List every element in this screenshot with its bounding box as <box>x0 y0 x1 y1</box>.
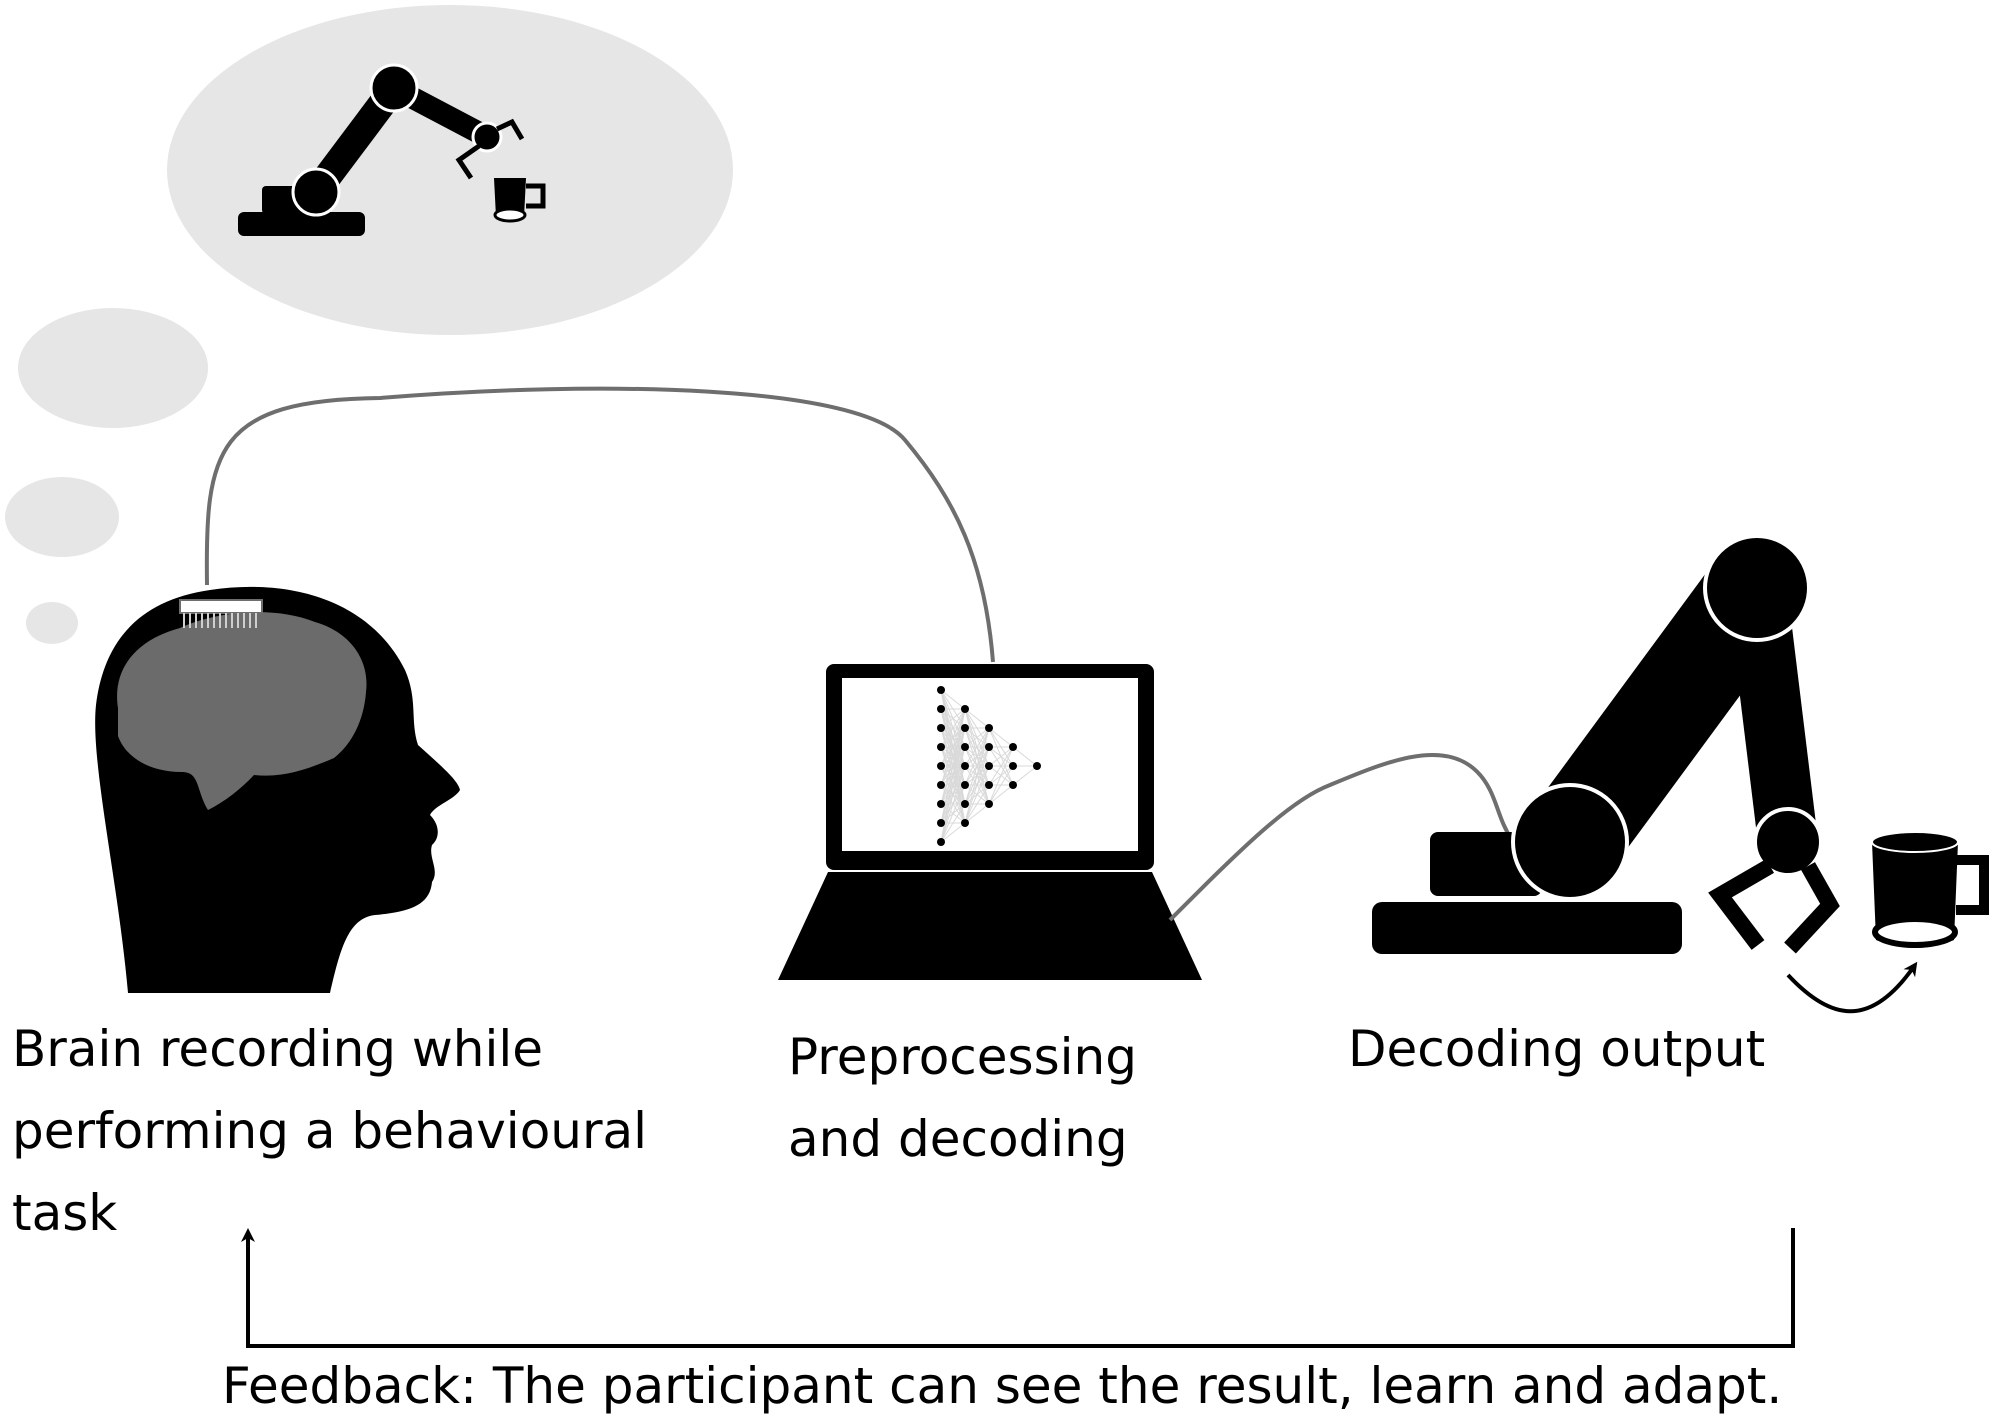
nn-node <box>961 762 969 770</box>
nn-connection <box>1012 746 1038 767</box>
nn-node <box>985 743 993 751</box>
nn-node <box>937 838 945 846</box>
label-preprocessing-line: and decoding <box>788 1110 1128 1168</box>
nn-connection <box>940 746 966 843</box>
label-preprocessing-line: Preprocessing <box>788 1028 1137 1086</box>
nn-connection <box>940 822 966 843</box>
label-brain-recording-line: performing a behavioural <box>12 1102 648 1160</box>
nn-connection <box>988 746 1014 767</box>
feedback-loop-arrow <box>241 1228 1795 1348</box>
nn-connection <box>1012 765 1038 786</box>
nn-connection <box>940 689 966 710</box>
nn-node <box>961 724 969 732</box>
nn-connection <box>964 708 990 729</box>
nn-connection <box>988 784 1014 805</box>
nn-node <box>937 762 945 770</box>
robot-arm-icon <box>1372 534 1840 954</box>
nn-connection <box>988 746 1014 805</box>
nn-node <box>961 781 969 789</box>
label-feedback-line: Feedback: The participant can see the re… <box>222 1357 1783 1415</box>
cable-laptop-robot <box>1168 753 1514 922</box>
label-feedback: Feedback: The participant can see the re… <box>222 1346 1782 1426</box>
nn-connection <box>964 727 990 767</box>
nn-node <box>1009 762 1017 770</box>
label-decoding-output-line: Decoding output <box>1348 1020 1766 1078</box>
nn-connection <box>964 746 990 824</box>
neural-network-icon <box>937 686 1041 846</box>
nn-connection <box>964 727 990 824</box>
nn-connection <box>940 708 966 729</box>
nn-node <box>961 705 969 713</box>
nn-node <box>1009 743 1017 751</box>
nn-node <box>1009 781 1017 789</box>
nn-node <box>961 743 969 751</box>
nn-connection <box>940 765 966 843</box>
nn-node <box>961 800 969 808</box>
nn-connection <box>964 765 990 824</box>
nn-connection <box>940 708 966 748</box>
electrode-array-icon <box>179 599 263 628</box>
label-brain-recording: Brain recording while performing a behav… <box>12 1008 647 1254</box>
nn-connection <box>964 727 990 748</box>
nn-connection <box>940 708 966 786</box>
mug-icon <box>1871 831 1989 948</box>
nn-connection <box>988 727 1014 748</box>
nn-connection <box>940 708 966 805</box>
nn-node <box>937 686 945 694</box>
nn-node <box>985 781 993 789</box>
label-brain-recording-line: Brain recording while <box>12 1020 544 1078</box>
nn-node <box>985 724 993 732</box>
nn-node <box>937 743 945 751</box>
nn-connection <box>940 708 966 767</box>
label-preprocessing: Preprocessing and decoding <box>788 1016 1137 1180</box>
nn-connection <box>964 803 990 824</box>
robot-arm-small-icon <box>238 63 525 236</box>
brain-icon <box>117 612 367 810</box>
label-brain-recording-line: task <box>12 1184 118 1242</box>
nn-node <box>961 819 969 827</box>
thought-bubble-icon <box>5 5 733 644</box>
nn-node <box>1033 762 1041 770</box>
nn-connection <box>940 803 966 843</box>
nn-node <box>937 705 945 713</box>
nn-connection <box>964 727 990 805</box>
nn-connection <box>964 727 990 786</box>
nn-node <box>937 724 945 732</box>
nn-connection <box>940 708 966 843</box>
nn-node <box>985 762 993 770</box>
mug-small-icon <box>493 178 546 223</box>
nn-node <box>937 800 945 808</box>
nn-node <box>985 800 993 808</box>
cable-head-laptop <box>204 386 995 663</box>
nn-connection <box>940 784 966 843</box>
nn-connection <box>964 784 990 824</box>
label-decoding-output: Decoding output <box>1348 1008 1765 1090</box>
nn-node <box>937 781 945 789</box>
nn-connection <box>988 765 1014 805</box>
nn-node <box>937 819 945 827</box>
laptop-icon <box>778 664 1202 983</box>
grasp-arrow <box>1786 961 1918 1014</box>
nn-connection <box>988 746 1014 786</box>
